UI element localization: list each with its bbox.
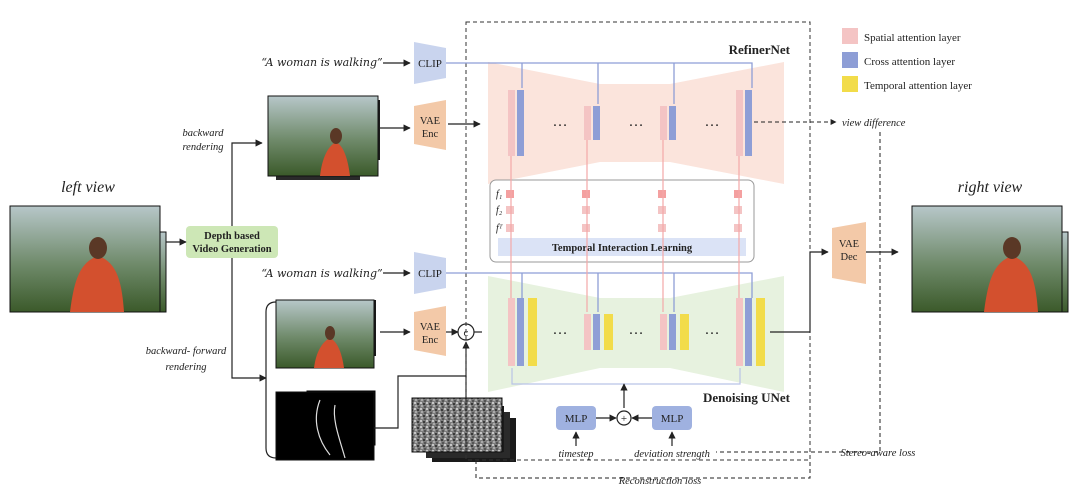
spatial-attention-bar bbox=[736, 298, 743, 366]
temporal-attention-bar bbox=[680, 314, 689, 350]
unet-ellipsis-3: … bbox=[705, 322, 720, 338]
branch-up bbox=[231, 139, 263, 226]
legend: Spatial attention layer Cross attention … bbox=[842, 28, 972, 92]
refiner-ellipsis-3: … bbox=[705, 114, 720, 130]
backward-rendering-line2: rendering bbox=[182, 142, 223, 153]
vae-enc-top bbox=[414, 100, 446, 150]
depth-video-generation-block bbox=[186, 226, 278, 258]
prompt-bottom: “A woman is walking” bbox=[261, 267, 382, 280]
denoising-unet-title: Denoising UNet bbox=[703, 390, 791, 405]
temporal-interaction-label: Temporal Interaction Learning bbox=[552, 243, 693, 254]
refiner-layers bbox=[508, 90, 752, 156]
spatial-attention-bar bbox=[584, 106, 591, 140]
stereo-loss-label: Stereo-aware loss bbox=[841, 448, 916, 459]
frame-label-f1: f₁ bbox=[496, 189, 502, 200]
view-difference-label: view difference bbox=[842, 118, 906, 129]
clip-top bbox=[414, 42, 446, 84]
right-view-frames bbox=[911, 205, 1069, 313]
mlp-deviation bbox=[652, 406, 692, 430]
noise-frames bbox=[411, 397, 516, 462]
temporal-interaction-bar bbox=[498, 238, 746, 256]
cross-attention-bar bbox=[593, 106, 600, 140]
refiner-ellipsis-2: … bbox=[629, 114, 644, 130]
temporal-attention-bar bbox=[604, 314, 613, 350]
vae-enc-bottom-line1: VAE bbox=[420, 322, 440, 333]
legend-swatch-spatial bbox=[842, 28, 858, 44]
legend-label-spatial: Spatial attention layer bbox=[864, 32, 961, 44]
spatial-attention-bar bbox=[508, 298, 515, 366]
left-view-frames bbox=[9, 205, 167, 313]
add-node bbox=[616, 410, 632, 426]
cross-attention-bar bbox=[517, 90, 524, 156]
frame-label-ft: fᵀ bbox=[496, 223, 504, 234]
depth-block-line1: Depth based bbox=[204, 231, 260, 242]
temporal-feature-columns bbox=[506, 190, 742, 232]
depth-block-line2: Video Generation bbox=[192, 244, 271, 255]
vae-enc-top-line1: VAE bbox=[420, 116, 440, 127]
cross-attention-bar bbox=[593, 314, 600, 350]
mlp-deviation-label: MLP bbox=[661, 413, 684, 425]
refiner-hourglass-bg bbox=[488, 62, 784, 184]
legend-label-temporal: Temporal attention layer bbox=[864, 80, 972, 92]
vae-dec bbox=[832, 222, 866, 284]
clip-bottom-label: CLIP bbox=[418, 268, 442, 280]
prompt-top: “A woman is walking” bbox=[261, 56, 382, 69]
clip-bottom-line bbox=[446, 272, 753, 298]
backward-rendered-frames bbox=[267, 95, 380, 180]
mlp-timestep-label: MLP bbox=[565, 413, 588, 425]
left-view-label: left view bbox=[61, 179, 115, 196]
spatial-attention-bar bbox=[508, 90, 515, 156]
backward-forward-line1: backward- forward bbox=[146, 346, 227, 357]
legend-label-cross: Cross attention layer bbox=[864, 56, 955, 68]
right-view-label: right view bbox=[958, 179, 1023, 196]
vae-dec-line2: Dec bbox=[841, 252, 858, 263]
temporal-attention-bar bbox=[528, 298, 537, 366]
unet-ellipsis-1: … bbox=[553, 322, 568, 338]
add-symbol: + bbox=[621, 413, 627, 425]
legend-swatch-temporal bbox=[842, 76, 858, 92]
frame-label-f2: f₂ bbox=[496, 205, 503, 216]
temporal-attention-bar bbox=[756, 298, 765, 366]
legend-swatch-cross bbox=[842, 52, 858, 68]
clip-top-line bbox=[446, 62, 753, 88]
refinernet-title: RefinerNet bbox=[729, 42, 791, 57]
unet-ellipsis-2: … bbox=[629, 322, 644, 338]
refiner-to-unet-lines bbox=[510, 140, 740, 312]
reconstruction-loss-label: Reconstruction loss bbox=[618, 476, 702, 487]
deviation-strength-label: deviation strength bbox=[634, 449, 710, 460]
spatial-attention-bar bbox=[736, 90, 743, 156]
cross-attention-bar bbox=[669, 106, 676, 140]
lower-bracket bbox=[265, 301, 277, 459]
stereo-loss-line bbox=[716, 132, 881, 453]
backward-forward-frames bbox=[275, 299, 376, 369]
backward-rendering-line1: backward bbox=[182, 128, 224, 139]
cross-attention-bar bbox=[669, 314, 676, 350]
mlp-timestep bbox=[556, 406, 596, 430]
spatial-attention-bar bbox=[660, 314, 667, 350]
vae-enc-top-line2: Enc bbox=[422, 129, 439, 140]
clip-top-label: CLIP bbox=[418, 58, 442, 70]
unet-layers bbox=[508, 298, 765, 366]
vae-dec-line1: VAE bbox=[839, 239, 859, 250]
cross-attention-bar bbox=[745, 298, 752, 366]
spatial-attention-bar bbox=[660, 106, 667, 140]
cross-attention-bar bbox=[517, 298, 524, 366]
refinernet-dashed-box bbox=[465, 21, 811, 461]
vae-enc-bottom bbox=[414, 306, 446, 356]
refiner-ellipsis-1: … bbox=[553, 114, 568, 130]
unet-to-vae-dec bbox=[770, 248, 829, 333]
unet-hourglass-bg bbox=[488, 276, 784, 392]
backward-forward-line2: rendering bbox=[165, 362, 206, 373]
clip-bottom bbox=[414, 252, 446, 294]
spatial-attention-bar bbox=[584, 314, 591, 350]
timestep-label: timestep bbox=[559, 449, 594, 460]
branch-down bbox=[231, 258, 267, 382]
cross-attention-bar bbox=[745, 90, 752, 156]
occlusion-mask-frames bbox=[275, 389, 377, 461]
reconstruction-loss-line bbox=[475, 460, 811, 479]
vae-enc-bottom-line2: Enc bbox=[422, 335, 439, 346]
